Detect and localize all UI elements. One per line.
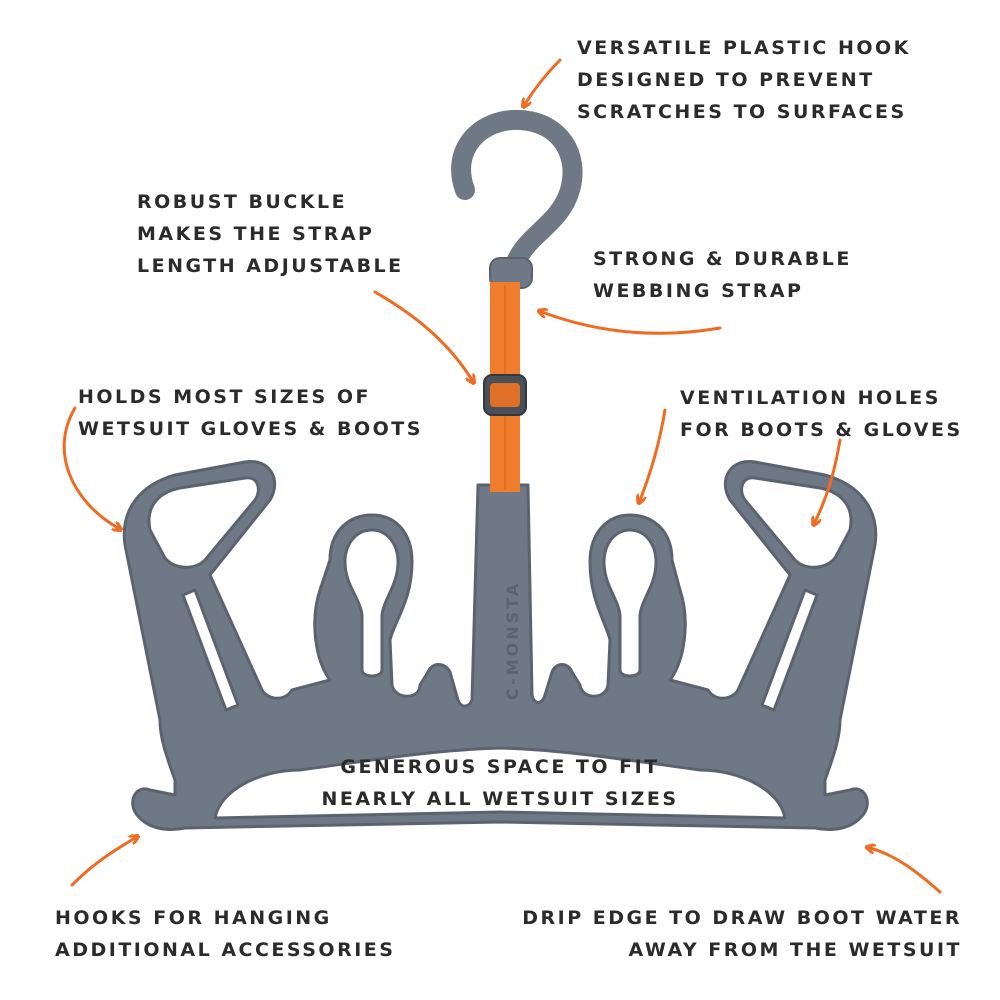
callout-drip-edge-line-2: AWAY FROM THE WETSUIT [628,939,962,961]
callout-strap-line-2: WEBBING STRAP [593,280,804,302]
arrow-ventilation-right [815,438,842,522]
callout-gloves: HOLDS MOST SIZES OF WETSUIT GLOVES & BOO… [78,381,423,445]
callout-accessory-hooks-line-1: HOOKS FOR HANGING [55,907,332,929]
callout-gloves-line-1: HOLDS MOST SIZES OF [78,386,371,408]
arrow-gloves [62,406,118,528]
callout-space-line-2: NEARLY ALL WETSUIT SIZES [321,788,679,810]
callout-ventilation: VENTILATION HOLES FOR BOOTS & GLOVES [680,382,963,446]
callout-drip-edge: DRIP EDGE TO DRAW BOOT WATER AWAY FROM T… [522,902,962,966]
callout-buckle-line-3: LENGTH ADJUSTABLE [137,255,404,277]
callout-drip-edge-line-1: DRIP EDGE TO DRAW BOOT WATER [522,907,962,929]
callout-hook-line-1: VERSATILE PLASTIC HOOK [577,37,911,59]
arrow-hook [525,58,562,104]
brand-mark: C-MONSTA [503,581,522,700]
callout-ventilation-line-1: VENTILATION HOLES [680,387,941,409]
callout-hook: VERSATILE PLASTIC HOOK DESIGNED TO PREVE… [577,32,911,128]
hanger-body [122,460,878,831]
callout-space: GENEROUS SPACE TO FIT NEARLY ALL WETSUIT… [320,751,680,815]
arrow-buckle [373,290,472,380]
callout-buckle-line-2: MAKES THE STRAP [137,223,375,245]
callout-accessory-hooks-line-2: ADDITIONAL ACCESSORIES [55,939,396,961]
webbing-strap [483,282,527,492]
callout-strap: STRONG & DURABLE WEBBING STRAP [593,243,852,307]
arrow-ventilation-left [640,408,667,500]
callout-gloves-line-2: WETSUIT GLOVES & BOOTS [78,418,423,440]
arrow-accessory-hooks [70,838,135,887]
callout-hook-line-2: DESIGNED TO PREVENT [577,69,875,91]
callout-ventilation-line-2: FOR BOOTS & GLOVES [680,419,963,441]
callout-buckle: ROBUST BUCKLE MAKES THE STRAP LENGTH ADJ… [137,186,404,282]
callout-accessory-hooks: HOOKS FOR HANGING ADDITIONAL ACCESSORIES [55,902,395,966]
callout-buckle-line-1: ROBUST BUCKLE [137,191,348,213]
callout-hook-line-3: SCRATCHES TO SURFACES [577,101,907,123]
arrow-drip-edge [870,848,942,894]
callout-space-line-1: GENEROUS SPACE TO FIT [340,756,660,778]
callout-strap-line-1: STRONG & DURABLE [593,248,852,270]
arrow-strap [542,312,722,335]
callout-arrows [62,58,942,894]
plastic-hook [451,109,583,289]
